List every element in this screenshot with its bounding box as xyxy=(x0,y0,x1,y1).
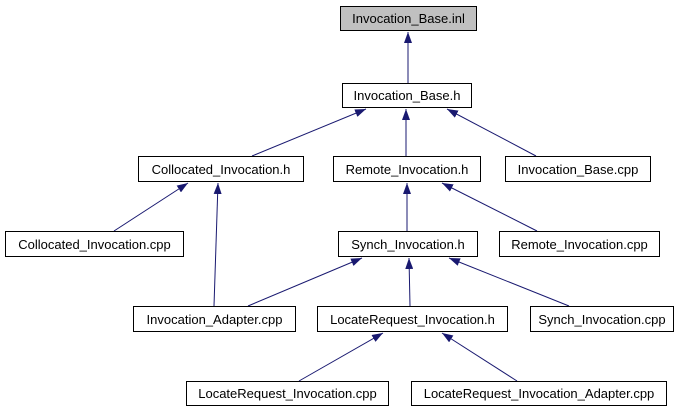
graph-node-label: Invocation_Base.cpp xyxy=(517,161,639,177)
graph-node-label: Collocated_Invocation.h xyxy=(151,161,291,177)
graph-edge-collocated_invocation_h-to-invocation_base_h xyxy=(251,108,367,157)
graph-node-label: Invocation_Base.h xyxy=(353,88,461,103)
graph-node-label: LocateRequest_Invocation_Adapter.cpp xyxy=(423,386,655,401)
graph-node-remote_invocation_cpp[interactable]: Remote_Invocation.cpp xyxy=(499,231,660,257)
graph-edge-invocation_adapter_cpp-to-synch_invocation_h xyxy=(247,257,363,307)
graph-edge-locaterequest_invocation_adapter_cpp-to-locaterequest_invocation_h xyxy=(441,332,518,382)
graph-edge-remote_invocation_cpp-to-remote_invocation_h xyxy=(441,182,538,232)
graph-edge-invocation_base_cpp-to-invocation_base_h xyxy=(446,108,537,157)
graph-node-invocation_adapter_cpp[interactable]: Invocation_Adapter.cpp xyxy=(133,306,296,332)
graph-node-locaterequest_invocation_h[interactable]: LocateRequest_Invocation.h xyxy=(317,306,508,332)
graph-node-collocated_invocation_h[interactable]: Collocated_Invocation.h xyxy=(138,156,304,182)
graph-node-synch_invocation_h[interactable]: Synch_Invocation.h xyxy=(338,231,478,257)
graph-node-invocation_base_cpp[interactable]: Invocation_Base.cpp xyxy=(505,156,651,182)
graph-node-locaterequest_invocation_cpp[interactable]: LocateRequest_Invocation.cpp xyxy=(186,381,389,406)
graph-node-label: Invocation_Base.inl xyxy=(352,11,465,26)
graph-node-locaterequest_invocation_adapter_cpp[interactable]: LocateRequest_Invocation_Adapter.cpp xyxy=(411,381,667,406)
graph-node-remote_invocation_h[interactable]: Remote_Invocation.h xyxy=(333,156,481,182)
graph-node-label: Invocation_Adapter.cpp xyxy=(146,311,283,327)
graph-node-label: LocateRequest_Invocation.h xyxy=(330,311,495,327)
graph-node-label: Collocated_Invocation.cpp xyxy=(18,236,171,252)
graph-node-label: Synch_Invocation.cpp xyxy=(538,311,666,327)
graph-edge-locaterequest_invocation_h-to-synch_invocation_h xyxy=(405,257,414,307)
graph-node-label: Remote_Invocation.cpp xyxy=(511,236,648,252)
graph-node-invocation_base_inl: Invocation_Base.inl xyxy=(340,6,477,31)
graph-node-synch_invocation_cpp[interactable]: Synch_Invocation.cpp xyxy=(530,306,674,332)
graph-edge-synch_invocation_cpp-to-synch_invocation_h xyxy=(448,257,570,307)
graph-node-label: LocateRequest_Invocation.cpp xyxy=(198,386,377,401)
graph-edge-invocation_adapter_cpp-to-collocated_invocation_h xyxy=(213,182,222,307)
graph-node-label: Remote_Invocation.h xyxy=(345,161,469,177)
graph-node-invocation_base_h[interactable]: Invocation_Base.h xyxy=(342,83,472,108)
graph-edge-locaterequest_invocation_cpp-to-locaterequest_invocation_h xyxy=(298,332,384,382)
graph-node-label: Synch_Invocation.h xyxy=(351,236,465,252)
graph-edge-collocated_invocation_cpp-to-collocated_invocation_h xyxy=(113,182,189,232)
graph-node-collocated_invocation_cpp[interactable]: Collocated_Invocation.cpp xyxy=(5,231,184,257)
